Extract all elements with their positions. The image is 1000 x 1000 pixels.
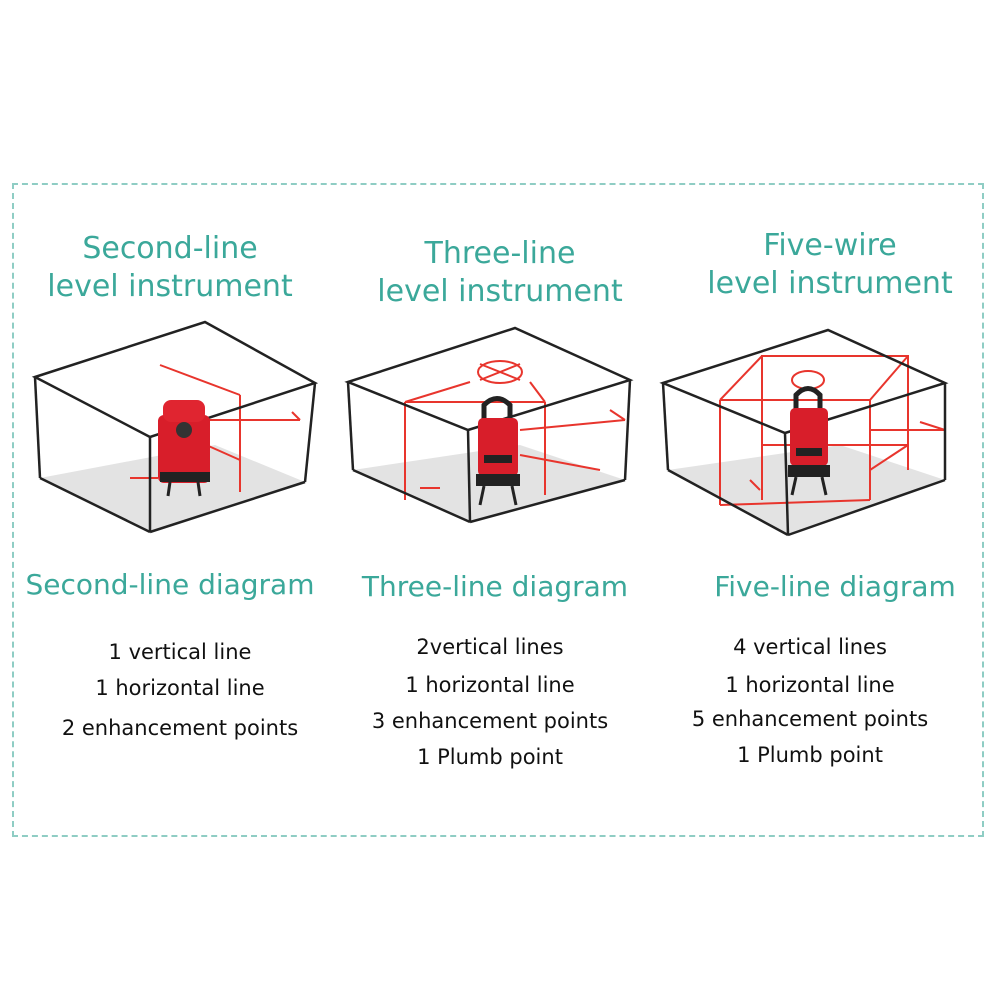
panel-2-title-line-2: level instrument: [377, 274, 623, 309]
panel-2-spec-2: 1 horizontal line: [405, 673, 575, 697]
panel-1-title-line-1: Second-line: [82, 231, 258, 266]
dashed-frame: [12, 183, 984, 837]
panel-3-spec-4: 1 Plumb point: [737, 743, 883, 767]
panel-1-title-line-2: level instrument: [47, 269, 293, 304]
panel-3-spec-2: 1 horizontal line: [725, 673, 895, 697]
laser-level-device-1: [158, 400, 210, 497]
panel-1-spec-1: 1 vertical line: [108, 640, 252, 664]
panel-1-spec-3: 2 enhancement points: [61, 716, 299, 740]
laser-level-device-3: [788, 386, 830, 496]
panel-3-title-line-2: level instrument: [707, 266, 953, 301]
panel-2-spec-1: 2vertical lines: [416, 635, 564, 659]
panel-2-spec-4: 1 Plumb point: [417, 745, 563, 769]
panel-1-diagram-label: Second-line diagram: [25, 568, 315, 601]
panel-3-spec-1: 4 vertical lines: [733, 635, 887, 659]
panel-1-specs: 1 vertical line 1 horizontal line 2 enha…: [20, 640, 340, 740]
panel-1-title: Second-line level instrument: [40, 230, 300, 306]
panel-3-title: Five-wire level instrument: [695, 227, 965, 303]
panel-2-specs: 2vertical lines 1 horizontal line 3 enha…: [330, 635, 650, 769]
panel-1-spec-2: 1 horizontal line: [95, 676, 265, 700]
laser-level-device-2: [476, 396, 520, 506]
panel-3-spec-3: 5 enhancement points: [691, 707, 929, 731]
panel-3-diagram-label: Five-line diagram: [714, 570, 956, 603]
panel-2-title: Three-line level instrument: [365, 235, 635, 311]
panel-2-diagram-label: Three-line diagram: [361, 570, 629, 603]
panel-2-spec-3: 3 enhancement points: [371, 709, 609, 733]
panel-3-specs: 4 vertical lines 1 horizontal line 5 enh…: [650, 635, 970, 767]
panel-2-title-line-1: Three-line: [424, 236, 576, 271]
panel-3-title-line-1: Five-wire: [763, 228, 897, 263]
